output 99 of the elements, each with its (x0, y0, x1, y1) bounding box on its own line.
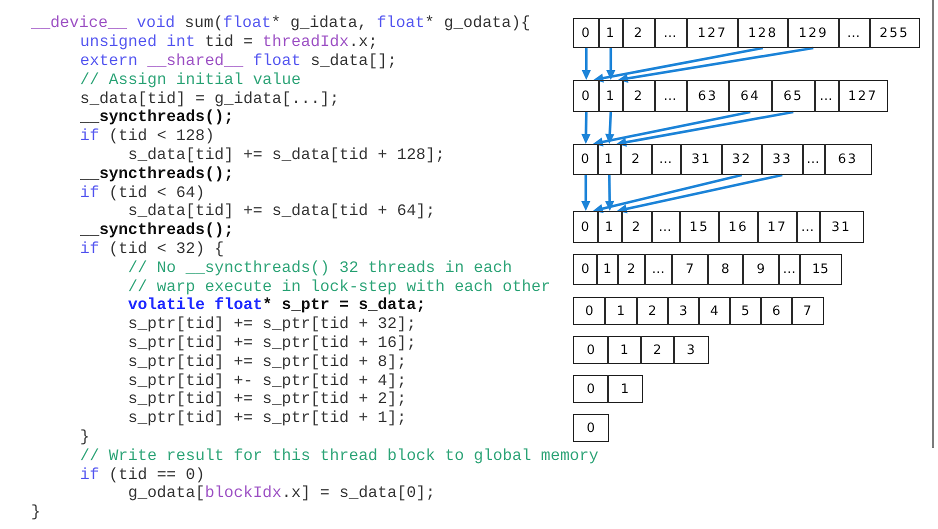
array-cell: 1 (598, 80, 624, 112)
array-cell: 5 (729, 297, 762, 325)
array-cell: … (838, 18, 871, 48)
code-line: s_ptr[tid] += s_ptr[tid + 32]; (128, 315, 416, 334)
array-cell: 2 (640, 336, 675, 364)
array-cell: 1 (607, 375, 643, 403)
array-cell: 0 (573, 80, 600, 112)
array-cell: 2 (622, 18, 656, 48)
array-cell: 64 (728, 80, 773, 112)
arrow (618, 46, 814, 83)
array-cell: 2 (636, 297, 669, 325)
code-line: s_data[tid] += s_data[tid + 64]; (128, 202, 436, 222)
array-cell: 2 (617, 254, 646, 285)
code-line: s_data[tid] += s_data[tid + 128]; (128, 146, 445, 165)
code-line: if (tid == 0) (80, 466, 205, 484)
array-cell: 2 (621, 211, 653, 243)
code-line: // No __syncthreads() 32 threads in each (128, 258, 512, 278)
array-cell: 6 (760, 297, 793, 325)
arrow (592, 174, 742, 214)
array-cell: 255 (869, 18, 920, 48)
array-cell: 3 (673, 336, 709, 364)
array-cell: 127 (838, 80, 888, 112)
arrow (581, 112, 591, 144)
code-line: s_ptr[tid] +- s_ptr[tid + 4]; (128, 372, 406, 390)
array-cell: 9 (742, 254, 780, 285)
arrow (605, 112, 614, 144)
array-cell: … (651, 144, 682, 175)
array-cell: 0 (573, 297, 606, 325)
array-cell: 17 (757, 211, 798, 243)
array-cell: 15 (679, 211, 720, 243)
array-cell: … (654, 18, 688, 48)
code-line: if (tid < 32) { (80, 240, 224, 259)
code-line: __device__ void sum(float* g_idata, float* g_odata){ (31, 14, 530, 34)
array-cell: 0 (573, 211, 599, 243)
code-line: s_ptr[tid] += s_ptr[tid + 16]; (128, 334, 416, 353)
arrow (605, 174, 614, 211)
array-cell: 0 (573, 18, 600, 48)
arrow (592, 110, 751, 147)
array-cell: 2 (620, 144, 653, 175)
code-line: // Assign initial value (80, 70, 301, 90)
arrow (581, 175, 590, 211)
code-line: // Write result for this thread block to global memory (80, 446, 598, 466)
array-cell: 63 (686, 80, 730, 112)
code-line: s_ptr[tid] += s_ptr[tid + 2]; (128, 390, 406, 410)
arrow (582, 48, 591, 80)
array-cell: 15 (799, 254, 842, 285)
code-line: } (80, 428, 90, 447)
code-line: g_odata[blockIdx.x] = s_data[0]; (128, 484, 436, 504)
code-line: __syncthreads(); (80, 221, 234, 240)
array-cell: 2 (622, 80, 656, 112)
array-cell: 0 (573, 375, 609, 403)
array-cell: … (778, 254, 801, 285)
array-cell: 3 (667, 297, 700, 325)
arrow (616, 174, 783, 214)
code-line: if (tid < 128) (80, 127, 214, 146)
array-cell: … (651, 211, 681, 243)
array-cell: 31 (819, 211, 864, 243)
code-line: __syncthreads(); (80, 108, 234, 128)
array-cell: 1 (604, 297, 638, 325)
array-cell: 33 (761, 144, 804, 175)
code-line: __syncthreads(); (80, 164, 234, 184)
array-cell: 1 (598, 18, 624, 48)
array-cell: 1 (597, 211, 623, 243)
array-cell: 1 (597, 144, 622, 175)
code-line: unsigned int tid = threadIdx.x; (80, 33, 378, 52)
array-cell: … (654, 80, 688, 112)
array-cell: 0 (573, 336, 609, 364)
arrow (593, 46, 764, 83)
array-cell: 1 (607, 336, 642, 364)
code-line: } (31, 503, 41, 522)
array-cell: 129 (787, 18, 840, 48)
array-cell: 0 (573, 414, 609, 442)
code-line: extern __shared__ float s_data[]; (80, 52, 397, 71)
code-line: s_ptr[tid] += s_ptr[tid + 1]; (128, 409, 406, 428)
code-line: s_ptr[tid] += s_ptr[tid + 8]; (128, 352, 406, 372)
array-cell: 128 (737, 18, 789, 48)
array-cell: 63 (824, 144, 872, 175)
array-cell: … (814, 80, 840, 112)
array-cell: 127 (686, 18, 739, 48)
array-cell: … (796, 211, 821, 243)
array-cell: 4 (698, 297, 731, 325)
arrow (606, 48, 616, 80)
array-cell: 0 (573, 254, 598, 285)
code-line: s_data[tid] = g_idata[...]; (80, 90, 340, 108)
code-line: volatile float* s_ptr = s_data; (128, 296, 426, 316)
array-cell: 32 (721, 144, 763, 175)
array-cell: 7 (671, 254, 709, 285)
array-cell: 31 (680, 144, 723, 175)
array-cell: … (644, 254, 673, 285)
array-cell: 7 (791, 297, 824, 325)
array-cell: … (802, 144, 826, 175)
array-cell: 16 (718, 211, 759, 243)
code-line: if (tid < 64) (80, 184, 205, 202)
arrow (616, 110, 794, 147)
array-cell: 65 (771, 80, 816, 112)
array-cell: 0 (573, 144, 599, 175)
code-line: // warp execute in lock-step with each other (128, 278, 550, 296)
array-cell: 1 (596, 254, 619, 285)
array-cell: 8 (707, 254, 744, 285)
